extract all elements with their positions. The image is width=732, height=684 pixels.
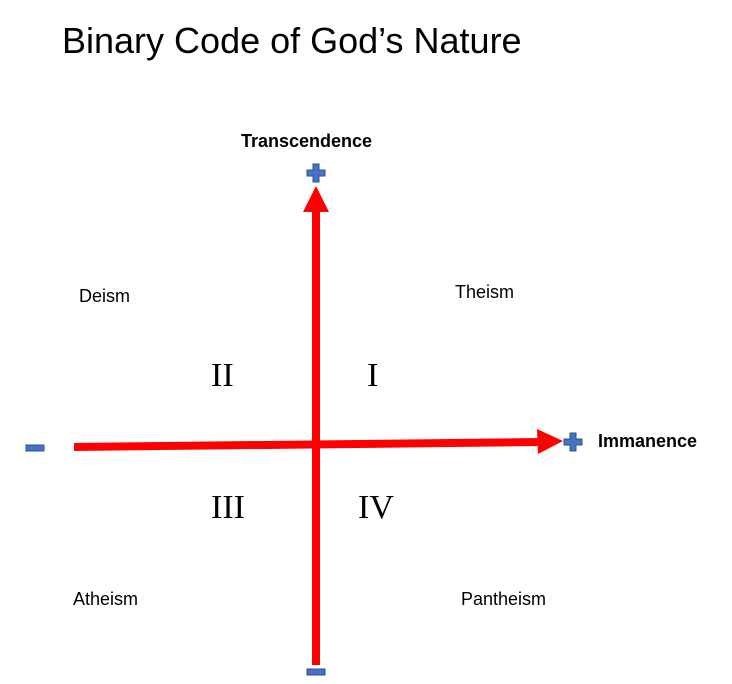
horizontal-axis-arrow: [74, 429, 563, 454]
quadrant-iii-numeral: III: [211, 489, 245, 526]
quadrant-i-name: Theism: [455, 282, 515, 302]
vertical-axis-label: Transcendence: [241, 131, 373, 151]
minus-icon: [25, 444, 45, 452]
quadrant-iii-name: Atheism: [73, 589, 139, 609]
quadrant-iv-name: Pantheism: [461, 589, 547, 609]
horizontal-axis-label: Immanence: [598, 431, 698, 451]
quadrant-i-numeral: I: [367, 357, 379, 394]
plus-icon: [306, 163, 326, 183]
vertical-axis-arrow: [303, 186, 329, 665]
quadrant-iv-numeral: IV: [358, 489, 394, 526]
minus-icon: [306, 668, 326, 676]
page-title: Binary Code of God’s Nature: [62, 20, 522, 61]
quadrant-ii-name: Deism: [79, 286, 131, 306]
quadrant-ii-numeral: II: [211, 357, 234, 394]
plus-icon: [563, 432, 583, 452]
